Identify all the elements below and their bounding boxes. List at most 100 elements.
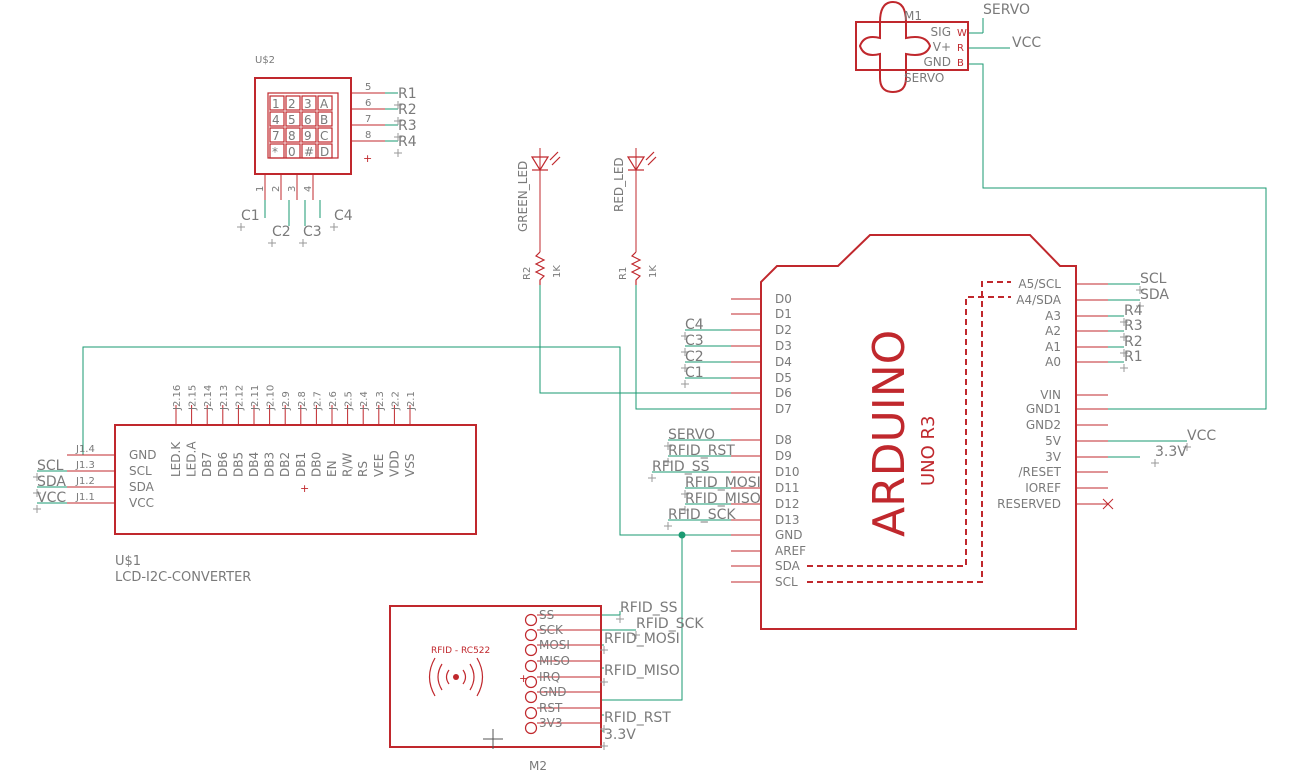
arduino-left-net: RFID_SS	[652, 459, 710, 475]
servo[interactable]: M1 SERVO SIG V+ GND W R B SERVO VCC	[855, 0, 1041, 94]
red-led-label: RED_LED	[612, 157, 626, 212]
origin-cross: +	[363, 152, 372, 165]
rfid-net: RFID_RST	[604, 710, 671, 726]
lcd-left-pin-label: SDA	[129, 480, 155, 494]
keypad-name: U$2	[255, 55, 275, 66]
arduino-right-net: R4	[1124, 303, 1143, 319]
arduino-right-pin-label: A3	[1045, 309, 1061, 323]
arduino-left-pin-label: D0	[775, 292, 792, 306]
arduino-left-net: C3	[685, 333, 704, 349]
servo-name: M1	[904, 9, 922, 23]
lcd-top-pin-number: J2.5	[344, 391, 355, 411]
rfid-net: RFID_MISO	[604, 663, 680, 679]
arduino-left-nets: C4C3C2C1SERVORFID_RSTRFID_SSRFID_MOSIRFI…	[648, 317, 761, 530]
keypad-col-pin-number: 1	[255, 186, 266, 192]
arduino-left-pin-label: D10	[775, 465, 800, 479]
keypad-key-label: C	[320, 129, 328, 143]
rfid-pin-label: 3V3	[539, 716, 562, 730]
keypad-row-net: R1	[398, 86, 417, 102]
servo-net-vcc: VCC	[1012, 35, 1041, 51]
lcd-top-pin-label: DB7	[200, 452, 214, 477]
rfid-title: RFID - RC522	[431, 646, 490, 656]
arduino-right-pin-label: A5/SCL	[1018, 277, 1061, 291]
keypad-col-pin-number: 3	[287, 186, 298, 192]
rfid-net: 3.3V	[604, 727, 636, 743]
arduino-right-net: SDA	[1140, 287, 1169, 303]
servo-pad-r: R	[957, 43, 964, 54]
lcd-top-pin-label: R/W	[341, 453, 355, 477]
lcd-top-pin-number: J2.14	[203, 385, 214, 411]
keypad-key	[269, 111, 285, 127]
lcd-top-pin-label: LED.A	[185, 441, 199, 477]
arduino-right-pins: A5/SCLA4/SDAA3A2A1A0VINGND1GND25V3V/RESE…	[997, 277, 1108, 511]
rfid-pin-pad	[524, 675, 538, 689]
arduino-left-pin-label: D12	[775, 497, 800, 511]
lcd-top-pin-number: J2.3	[375, 391, 386, 411]
lcd-i2c-converter[interactable]: + J2.16LED.KJ2.15LED.AJ2.14DB7J2.13DB6J2…	[33, 385, 477, 585]
keypad-key-label: B	[320, 113, 328, 127]
i2c-sda-trace	[807, 296, 1011, 567]
arduino-left-pin-label: D4	[775, 355, 792, 369]
arduino-right-net: SCL	[1140, 271, 1167, 287]
keypad-col-net: C1	[241, 208, 260, 224]
servo-horn-icon	[858, 0, 932, 94]
rfid-pin-pad	[524, 706, 538, 720]
r2-value: 1K	[552, 265, 563, 278]
rfid-module[interactable]: RFID - RC522 + SSSCKMOSIMISOIRQGNDRST3V3…	[389, 600, 704, 773]
arduino-left-net: RFID_MOSI	[685, 475, 761, 491]
keypad-col-pin-number: 4	[303, 186, 314, 192]
lcd-top-pin-number: J2.2	[390, 391, 401, 411]
servo-body	[855, 21, 969, 71]
lcd-top-pin-label: DB0	[309, 452, 323, 477]
lcd-top-pin-number: J2.15	[188, 385, 199, 411]
green-led-symbol	[530, 156, 550, 172]
lcd-top-pin-label: VEE	[372, 454, 386, 477]
lcd-net: SDA	[37, 474, 66, 490]
lcd-top-pin-number: J2.13	[219, 385, 230, 411]
keypad-key-label: 2	[288, 97, 296, 111]
arduino-left-net: C2	[685, 349, 704, 365]
arduino-right-net: R3	[1124, 318, 1143, 334]
resistor-r1	[630, 251, 642, 285]
lcd-top-pin-label: DB4	[247, 452, 261, 477]
lcd-top-pin-label: LED.K	[169, 441, 183, 477]
arduino-right-pin-label: VIN	[1040, 388, 1061, 402]
arduino-right-pin-label: RESERVED	[997, 497, 1061, 511]
rfid-pin-label: RST	[539, 701, 563, 715]
lcd-top-pin-label: VSS	[403, 454, 417, 477]
arduino-brand: ARDUINO	[864, 330, 915, 537]
keypad-col-net: C3	[303, 224, 322, 240]
keypad-row-net: R2	[398, 102, 417, 118]
keypad-key-label: 5	[288, 113, 296, 127]
arduino-right-pin-label: 3V	[1045, 450, 1062, 464]
arduino-left-pin-label: D7	[775, 402, 792, 416]
rfid-pin-label: SS	[539, 608, 554, 622]
reserved-no-connect	[1102, 498, 1114, 510]
red-led-branch[interactable]: RED_LED R1 1K	[612, 148, 659, 285]
keypad-key	[285, 143, 301, 159]
keypad-key-label: #	[304, 145, 314, 159]
servo-pin-gnd: GND	[923, 55, 951, 69]
arduino-model: UNO R3	[918, 416, 939, 487]
arduino-uno[interactable]: ARDUINO UNO R3 D0D1D2D3D4D5D6D7D8D9D10D1…	[648, 234, 1216, 630]
keypad-key	[285, 111, 301, 127]
lcd-top-pin-number: J2.8	[297, 391, 308, 411]
keypad-col-net: C2	[272, 224, 291, 240]
lcd-left-pin-label: GND	[129, 448, 157, 462]
green-led-branch[interactable]: GREEN_LED R2 1K	[516, 148, 563, 285]
servo-net-servo: SERVO	[983, 2, 1030, 18]
lcd-value: LCD-I2C-CONVERTER	[115, 570, 251, 585]
keypad-key	[317, 127, 333, 143]
lcd-top-pin-label: VDD	[387, 450, 401, 477]
lcd-top-pin-number: J2.11	[250, 385, 261, 411]
rfid-pin-pad	[524, 628, 538, 642]
lcd-top-pin-number: J2.4	[359, 391, 370, 411]
servo-value: SERVO	[904, 71, 944, 85]
